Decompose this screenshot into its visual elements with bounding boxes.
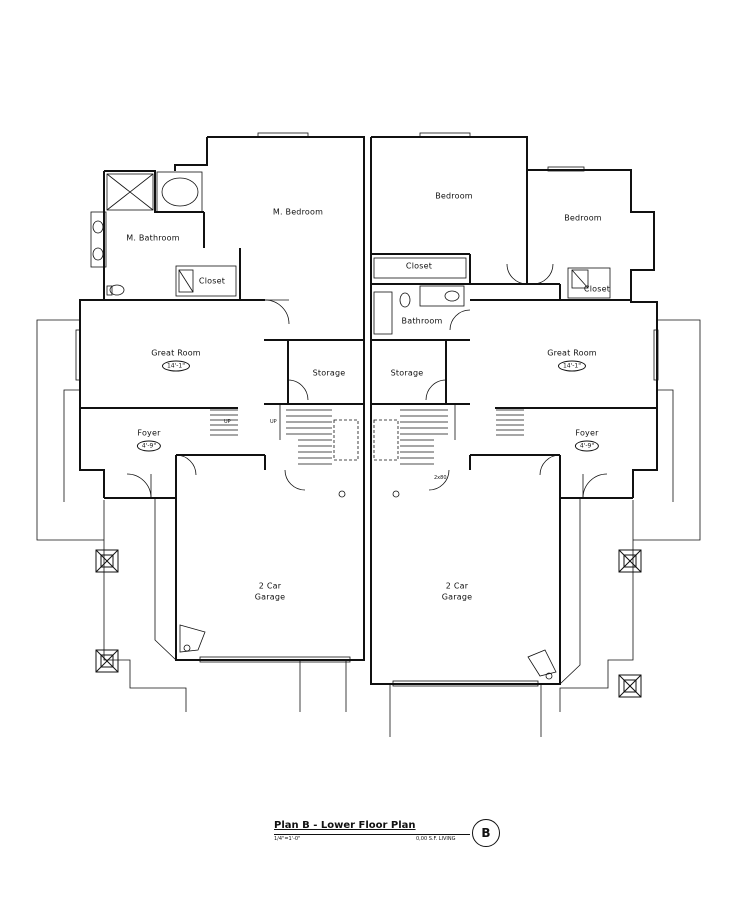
room-label-foyer-left: Foyer (137, 428, 161, 438)
title-underline (274, 834, 470, 835)
room-label-storage-right: Storage (390, 368, 424, 378)
dimension-foyer-left: 4'-9" (136, 440, 162, 452)
room-label-garage-left-1: 2 Car (258, 581, 282, 591)
title-block: Plan B - Lower Floor Plan 1/4"=1'-0" 0,0… (270, 818, 510, 854)
stair-label-down-right: 2x80 (434, 475, 447, 481)
dimension-great-room-right: 14'-1" (557, 360, 587, 372)
dimension-foyer-right: 4'-9" (574, 440, 600, 452)
room-label-great-room-right: Great Room (547, 348, 597, 358)
room-label-closet-right-2: Closet (583, 284, 611, 294)
stairs-right (373, 404, 524, 465)
room-label-great-room-left: Great Room (151, 348, 201, 358)
room-label-bathroom-right: Bathroom (401, 316, 443, 326)
drawing-scale: 1/4"=1'-0" (274, 836, 301, 842)
room-label-closet-right-1: Closet (405, 261, 433, 271)
room-label-m-bathroom: M. Bathroom (126, 233, 180, 243)
room-label-bedroom-right-2: Bedroom (564, 213, 602, 223)
dimension-great-room-left: 14'-1" (161, 360, 191, 372)
room-label-closet-left: Closet (198, 276, 226, 286)
stair-label-up-left-2: UP (270, 419, 277, 425)
room-label-storage-left: Storage (312, 368, 346, 378)
stairs-left (210, 404, 359, 465)
room-label-bedroom-right-1: Bedroom (435, 191, 473, 201)
living-area: 0,00 S.F. LIVING (416, 836, 456, 842)
interior-details (36, 132, 701, 737)
room-label-garage-left-2: Garage (254, 592, 286, 602)
room-label-m-bedroom: M. Bedroom (272, 207, 324, 217)
exterior-walls (79, 136, 658, 685)
room-label-garage-right-2: Garage (441, 592, 473, 602)
drawing-title: Plan B - Lower Floor Plan (274, 820, 416, 831)
room-label-garage-right-1: 2 Car (445, 581, 469, 591)
columns (95, 549, 642, 698)
room-label-foyer-right: Foyer (575, 428, 599, 438)
plan-badge: B (472, 819, 500, 847)
stair-label-up-left-1: UP (224, 419, 231, 425)
